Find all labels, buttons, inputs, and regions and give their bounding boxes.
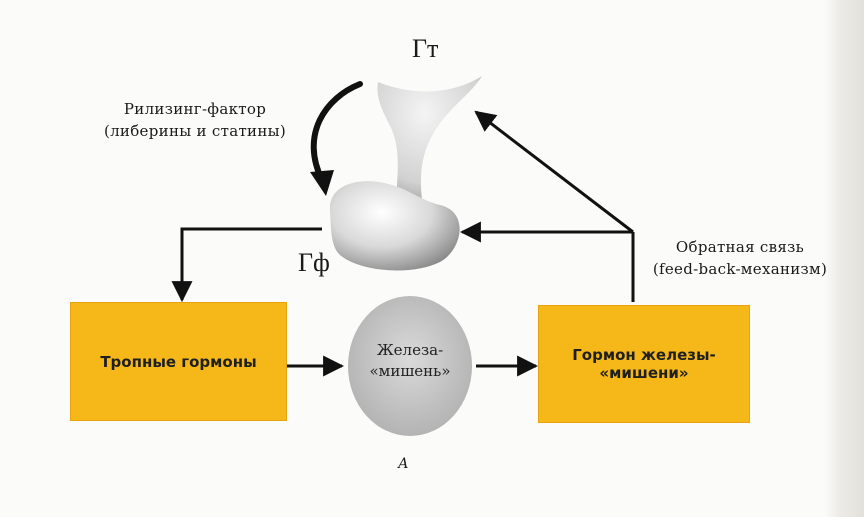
target-hormone-line1: Гормон железы- — [572, 346, 716, 364]
tropic-hormones-label: Тропные гормоны — [100, 352, 257, 371]
hypothalamus-stalk-shape — [377, 76, 482, 200]
pituitary-to-tropic-arrow — [171, 227, 322, 303]
target-gland-label: Железа- «мишень» — [352, 340, 468, 382]
target-gland-shape — [348, 296, 472, 436]
releasing-factor-arrowhead — [310, 170, 334, 196]
target-gland-line1: Железа- — [376, 341, 444, 359]
pituitary-label: Гф — [298, 248, 330, 277]
feedback-line1: Обратная связь — [675, 238, 805, 256]
releasing-factor-label: Рилизинг-фактор (либерины и статины) — [80, 100, 310, 140]
tropic-hormones-box: Тропные гормоны — [70, 302, 287, 421]
releasing-factor-arrow — [310, 81, 363, 183]
target-hormone-box: Гормон железы- «мишени» — [538, 305, 750, 423]
figure-letter: А — [398, 456, 409, 472]
feedback-to-hypothalamus-arrow — [474, 110, 634, 234]
pituitary-shape — [329, 181, 460, 271]
feedback-line2: (feed-back-механизм) — [652, 260, 828, 278]
target-gland-line2: «мишень» — [369, 362, 451, 380]
page-edge — [824, 0, 864, 517]
feedback-label: Обратная связь (feed-back-механизм) — [635, 238, 845, 278]
hypothalamus-label: Гт — [412, 34, 439, 63]
target-hormone-line2: «мишени» — [599, 364, 689, 382]
releasing-factor-line2: (либерины и статины) — [103, 122, 287, 140]
releasing-factor-line1: Рилизинг-фактор — [123, 100, 267, 118]
